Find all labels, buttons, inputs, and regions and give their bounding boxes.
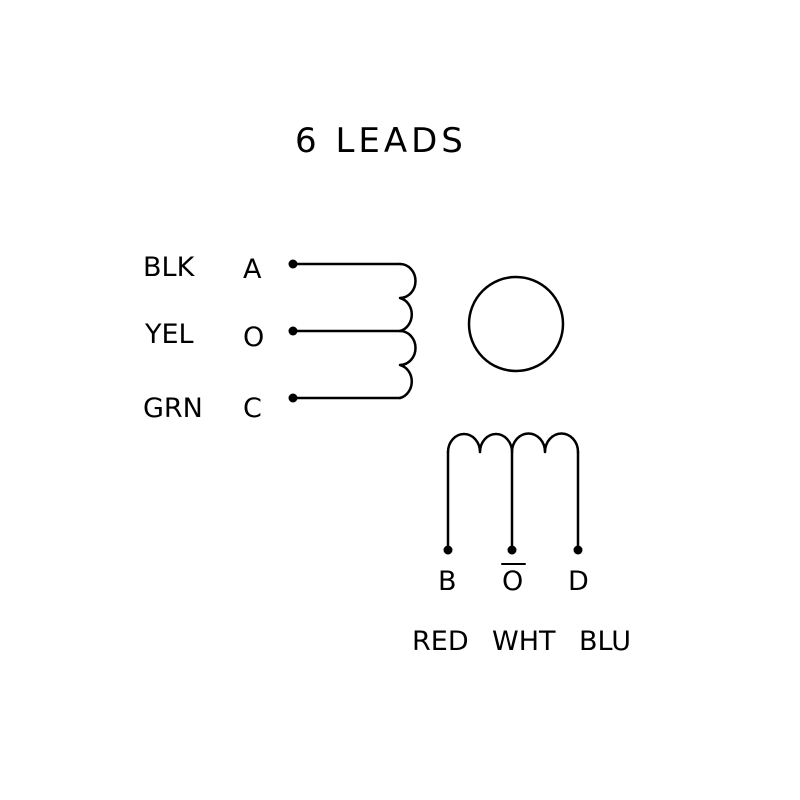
diagram-title: 6 LEADS bbox=[295, 121, 467, 161]
terminal-dot-b bbox=[443, 545, 453, 555]
wire-label-b: RED bbox=[412, 626, 469, 657]
terminal-label-a: A bbox=[243, 254, 262, 285]
winding-coil-b-d bbox=[446, 432, 580, 454]
terminal-dot-d bbox=[573, 545, 583, 555]
terminal-label-c: C bbox=[243, 393, 262, 424]
rotor-circle bbox=[467, 275, 565, 373]
terminal-dot-a bbox=[288, 259, 298, 269]
wire-label-a: BLK bbox=[143, 252, 196, 283]
terminal-label-b: B bbox=[438, 566, 457, 597]
terminal-label-center-left: O bbox=[243, 322, 264, 353]
winding-coil-a-c bbox=[398, 262, 417, 400]
terminal-label-center-bottom: O bbox=[502, 566, 523, 597]
terminal-dot-center-left bbox=[288, 326, 298, 336]
wire-label-d: BLU bbox=[579, 626, 631, 657]
wire-label-center-bottom: WHT bbox=[492, 626, 556, 657]
terminal-dot-center-bottom bbox=[507, 545, 517, 555]
wire-label-c: GRN bbox=[143, 393, 203, 424]
wire-label-center-left: YEL bbox=[144, 319, 194, 350]
terminal-label-d: D bbox=[568, 566, 589, 597]
terminal-dot-c bbox=[288, 393, 298, 403]
